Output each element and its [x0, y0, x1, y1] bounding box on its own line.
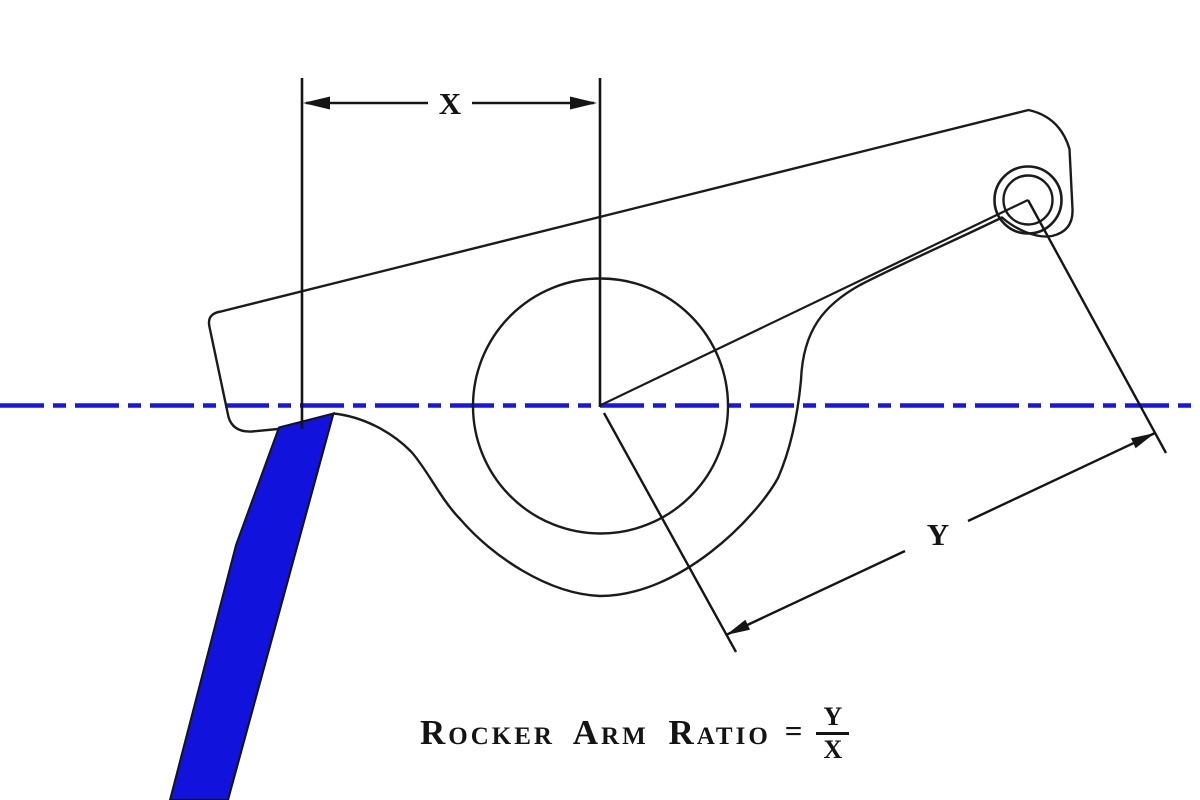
dim-y-label: Y	[927, 517, 949, 552]
adjuster-inner-circle	[1002, 174, 1054, 226]
dim-y-extension-pivot	[602, 412, 738, 653]
adjuster-outer-circle	[993, 165, 1063, 235]
dim-x-arrow-left	[303, 96, 330, 110]
caption-equals-sign: =	[784, 713, 803, 748]
caption: Rocker Arm Ratio = Y X	[420, 692, 850, 774]
pivot-to-adjuster-line	[600, 199, 1029, 406]
ratio-fraction-denominator: X	[823, 734, 843, 764]
dim-y-line-upper	[967, 431, 1156, 523]
dim-y-arrow-lower	[726, 619, 750, 635]
dim-y-extension-adjuster	[1026, 199, 1168, 454]
ratio-fraction: Y X	[816, 703, 850, 764]
caption-title: Rocker Arm Ratio	[420, 713, 771, 752]
dim-x-label: X	[439, 86, 462, 121]
rocker-arm-body-outline	[207, 108, 1074, 598]
dim-x-arrow-right	[570, 96, 597, 110]
ratio-fraction-numerator: Y	[816, 703, 850, 735]
dim-y-line-lower	[725, 549, 906, 637]
dim-y-arrow-upper	[1131, 433, 1155, 449]
valve-stem	[168, 412, 335, 800]
